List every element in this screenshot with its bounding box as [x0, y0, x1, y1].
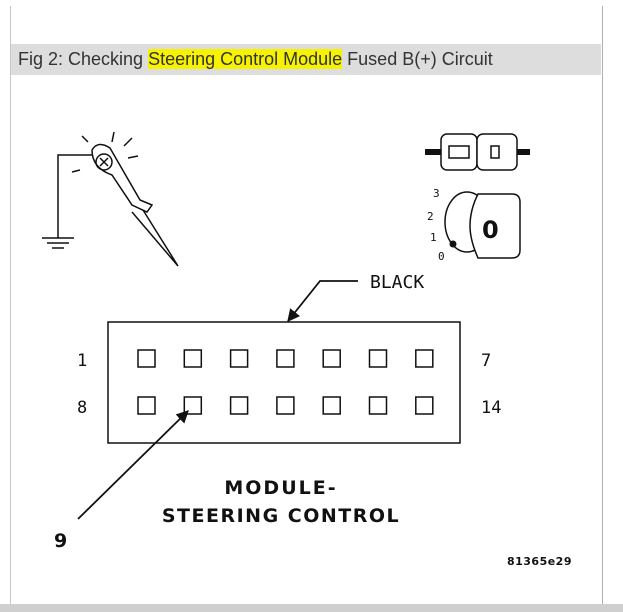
caption-suffix: Fused B(+) Circuit	[342, 49, 493, 69]
connector-pin-cavity-1	[137, 349, 156, 368]
pin-9-callout-arrow	[77, 410, 189, 520]
ignition-pos-0: 0	[438, 250, 445, 263]
connector-pin-cavity-6	[368, 349, 388, 368]
connector-pin-cavity-3	[229, 349, 249, 368]
connector-pin-cavity-8	[137, 396, 156, 415]
pin-label-1: 1	[77, 351, 87, 371]
connector-pins	[137, 349, 434, 415]
figure-caption: Fig 2: Checking Steering Control Module …	[18, 49, 493, 70]
ground-symbol-icon	[42, 228, 74, 249]
ignition-pos-2: 2	[427, 210, 434, 223]
connector-pin-cavity-7	[415, 349, 434, 368]
module-title-line2: STEERING CONTROL	[162, 505, 400, 527]
connector-pin-cavity-10	[229, 396, 249, 415]
bottom-scroll-edge	[0, 604, 623, 612]
connector-pin-cavity-13	[368, 396, 388, 415]
connector-pin-cavity-4	[276, 349, 295, 368]
ignition-pos-3: 3	[433, 187, 440, 200]
figure-id: 81365e29	[507, 555, 572, 568]
connector-color-label: BLACK	[370, 272, 424, 293]
test-light-icon	[57, 131, 179, 267]
connector-pin-cavity-2	[183, 349, 203, 368]
ignition-pos-1: 1	[430, 231, 437, 244]
caption-highlight: Steering Control Module	[148, 49, 343, 69]
fuse-icon	[425, 133, 530, 171]
module-title-line1: MODULE-	[224, 477, 337, 499]
color-label-arrow	[287, 280, 358, 322]
connector-pin-cavity-5	[322, 349, 341, 368]
pin-label-8: 8	[77, 398, 87, 418]
caption-prefix: Fig 2: Checking	[18, 49, 149, 69]
figure-frame	[10, 6, 603, 604]
connector-body	[107, 321, 461, 444]
connector-pin-cavity-12	[322, 396, 341, 415]
connector-pin-cavity-14	[415, 396, 434, 415]
connector-pin-cavity-9	[183, 396, 203, 415]
ignition-switch-icon: 0 3 2 1 0	[427, 187, 521, 263]
pin-label-14: 14	[481, 398, 501, 418]
pin-label-7: 7	[481, 351, 491, 371]
connector-pin-cavity-11	[276, 396, 295, 415]
pin-9-callout-label: 9	[54, 530, 67, 552]
ignition-key-glyph: 0	[482, 216, 499, 244]
